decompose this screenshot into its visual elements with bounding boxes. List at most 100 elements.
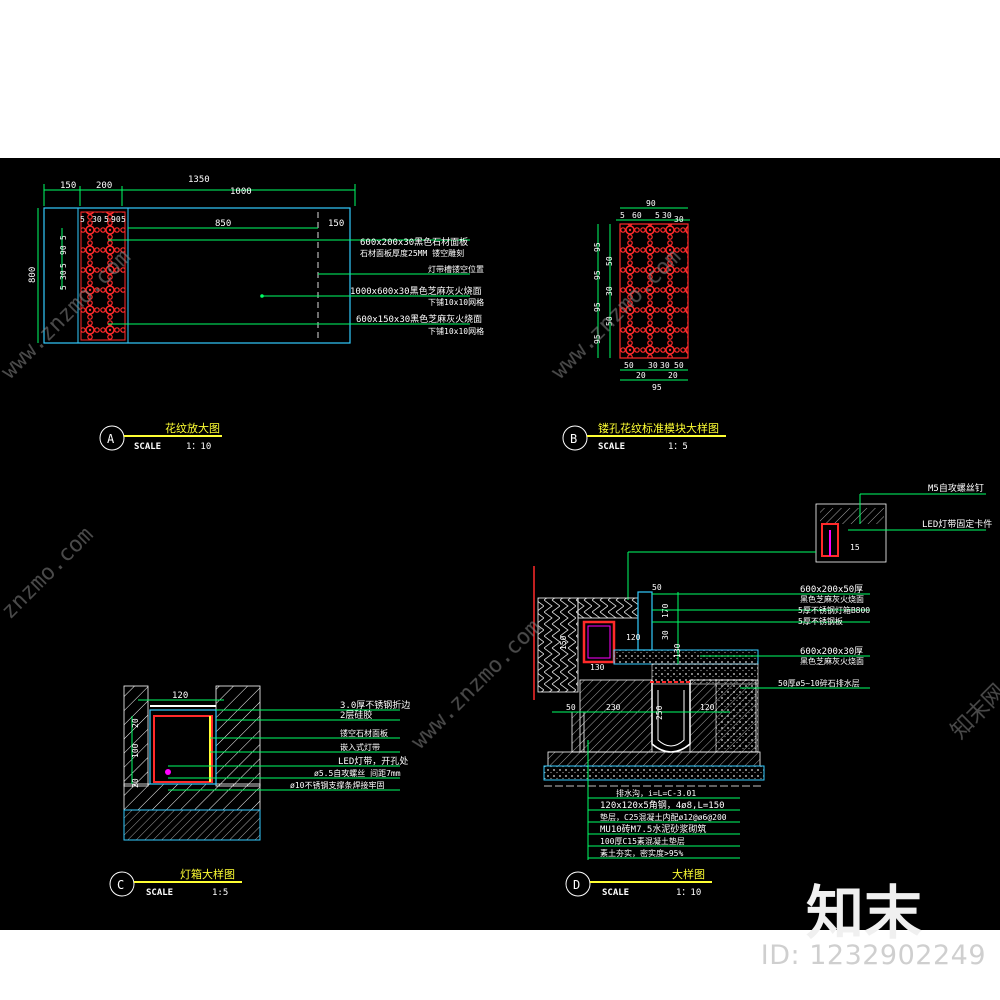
dim-a-li-3: 5: [59, 263, 68, 268]
dim-b-b-2: 30: [648, 361, 658, 370]
label-a-circle: [99, 425, 125, 451]
note-a-4: 1000x600x30黑色芝麻灰火烧面: [350, 285, 482, 297]
dim-d-r-2: 170: [661, 603, 670, 618]
dim-d-b-4: 120: [700, 703, 715, 712]
brand-logo: 知末: [806, 879, 923, 947]
note-d-r-6: 黑色芝麻灰火烧面: [800, 656, 864, 666]
label-d: D: [573, 878, 580, 892]
dim-b-tr-1: 5: [620, 211, 625, 220]
dim-d-m-2: 120: [626, 633, 641, 642]
dim-d-b-1: 50: [566, 703, 576, 712]
dim-d-b-3: 250: [655, 705, 664, 720]
note-d-b-2: 120x120x5角钢，4ø8,L=150: [600, 799, 725, 811]
watermark-3: znzmo.com: [0, 522, 99, 624]
dim-b-b2-2: 20: [668, 371, 678, 380]
dim-b-l-2: 50: [605, 256, 614, 266]
dim-b-tr-extra: 30: [674, 215, 684, 224]
panel-a-outline: [43, 207, 351, 344]
dim-b-b-3: 30: [660, 361, 670, 370]
note-c-1: 3.0厚不锈钢折边: [340, 699, 410, 711]
title-c: 灯箱大样图: [180, 867, 235, 881]
note-d-r-2: 黑色芝麻灰火烧面: [800, 594, 864, 604]
dim-d-detail: 15: [850, 543, 860, 552]
note-d-top-2: LED灯带固定卡件: [922, 518, 992, 530]
panel-d: M5自攻螺丝钉 LED灯带固定卡件 15 50 170: [533, 482, 992, 898]
label-c: C: [117, 878, 124, 892]
note-d-b-4: MU10砖M7.5水泥砂浆砌筑: [600, 823, 706, 835]
dim-b-l-1: 95: [593, 242, 602, 252]
note-d-b-6: 素土夯实，密实度>95%: [600, 848, 683, 858]
label-b-circle: [562, 425, 588, 451]
dim-b-l-4: 30: [605, 286, 614, 296]
note-a-2: 石材面板厚度25MM 镂空雕刻: [360, 248, 464, 258]
dim-c-top: 120: [172, 691, 188, 701]
dim-d-m-1: 150: [559, 635, 568, 650]
scale-word-d: SCALE: [602, 888, 629, 898]
dim-d-m-3: 130: [590, 663, 605, 672]
watermark-5: 知末网: [947, 680, 1000, 744]
led-point: [165, 769, 171, 775]
scale-word-c: SCALE: [146, 888, 173, 898]
dim-b-tr-4: 30: [662, 211, 672, 220]
dim-d-r-4: 130: [673, 643, 682, 658]
label-d-circle: [565, 871, 591, 897]
note-d-r-1: 600x200x50厚: [800, 584, 863, 595]
flower-strip: [80, 211, 126, 341]
dim-b-l-3: 95: [593, 270, 602, 280]
note-c-3: 镂空石材面板: [340, 728, 388, 738]
dim-a-left: 800: [28, 267, 38, 283]
dim-a-li-4: 30: [59, 270, 68, 280]
dim-a-li-1: 5: [59, 235, 68, 240]
dim-b-tr-3: 5: [655, 211, 660, 220]
dim-a-total: 1350: [188, 175, 210, 185]
title-a: 花纹放大图: [165, 421, 220, 435]
dim-a-inner-2: 30: [92, 215, 102, 224]
note-d-r-5: 600x200x30厚: [800, 646, 863, 657]
dim-a-850: 850: [215, 219, 231, 229]
dim-a-top-1: 150: [60, 181, 76, 191]
panel-b: 90 5 60 5 30 30 95 50 95 30 95 50 95 50 …: [562, 199, 726, 452]
note-a-7: 下铺10x10网格: [428, 326, 484, 336]
title-b: 镂孔花纹标准模块大样图: [598, 421, 719, 435]
dim-a-li-2: 90: [59, 245, 68, 255]
dim-b-l-7: 95: [593, 334, 602, 344]
dim-b-top: 90: [646, 199, 656, 208]
note-c-7: ø10不锈钢支撑条焊接牢固: [290, 780, 384, 790]
scale-word-a: SCALE: [134, 442, 161, 452]
scale-b: 1：5: [668, 442, 688, 452]
dim-b-b-1: 50: [624, 361, 634, 370]
note-d-r-4: 5厚不锈钢板: [798, 616, 843, 626]
note-d-r-3: 5厚不锈钢灯箱B800: [798, 605, 870, 615]
dim-a-top-3: 1000: [230, 187, 252, 197]
image-id: ID: 1232902249: [760, 940, 986, 971]
cad-drawing: 150 200 1000 1350 800 850 150 5 30 5 90 …: [0, 175, 1000, 898]
note-a-6: 600x150x30黑色芝麻灰火烧面: [356, 313, 482, 325]
dim-b-b3: 95: [652, 383, 662, 392]
panel-a: 150 200 1000 1350 800 850 150 5 30 5 90 …: [28, 175, 484, 452]
dim-b-tr-2: 60: [632, 211, 642, 220]
scale-d: 1：10: [676, 888, 701, 898]
dim-b-b-4: 50: [674, 361, 684, 370]
note-a-5: 下铺10x10网格: [428, 297, 484, 307]
note-d-top-1: M5自攻螺丝钉: [928, 482, 984, 494]
dim-c-l-2: 100: [131, 743, 140, 758]
cad-drawing-canvas: 150 200 1000 1350 800 850 150 5 30 5 90 …: [0, 158, 1000, 930]
dim-a-inner-1: 5: [80, 215, 85, 224]
note-d-r-7: 50厚ø5~10碎石排水层: [778, 678, 860, 688]
dim-b-l-6: 50: [605, 316, 614, 326]
pattern-module: [619, 223, 689, 359]
note-d-b-1: 排水沟，i=L=C-3.01: [616, 788, 696, 798]
label-a: A: [107, 432, 115, 446]
note-d-b-3: 垫层，C25混凝土内配ø12@ø6@200: [600, 812, 727, 822]
scale-word-b: SCALE: [598, 442, 625, 452]
dim-a-top-2: 200: [96, 181, 112, 191]
dim-a-inner-5: 5: [121, 215, 126, 224]
watermark-4: www.znzmo.com: [407, 615, 546, 754]
title-d: 大样图: [672, 867, 705, 881]
dim-a-inner-3: 5: [104, 215, 109, 224]
scale-a: 1：10: [186, 442, 211, 452]
note-c-4: 嵌入式灯带: [340, 742, 380, 752]
dim-a-150: 150: [328, 219, 344, 229]
dim-d-b-2: 230: [606, 703, 621, 712]
dim-c-l-1: 20: [131, 718, 140, 728]
